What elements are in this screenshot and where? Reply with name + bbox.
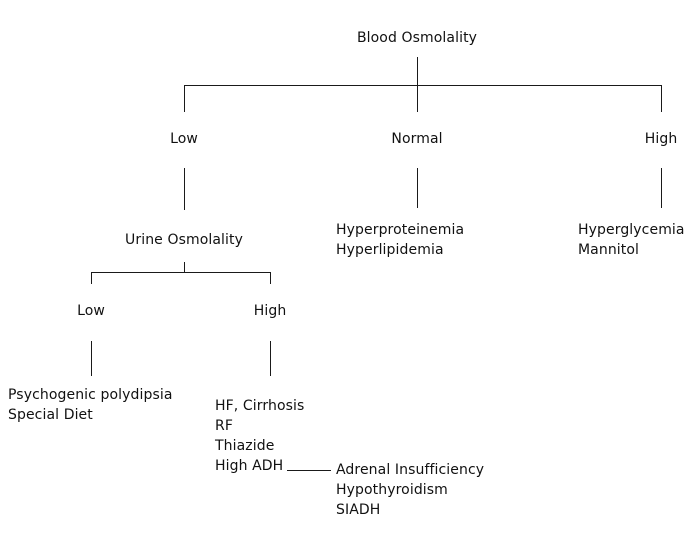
edge-urine-low-to-causes xyxy=(91,341,92,376)
edge-drop-low xyxy=(184,85,185,112)
node-high-causes: Hyperglycemia Mannitol xyxy=(578,222,685,258)
edge-drop-high xyxy=(661,85,662,112)
node-adh-causes: Adrenal Insufficiency Hypothyroidism SIA… xyxy=(336,462,485,518)
edge-high-to-causes xyxy=(661,168,662,208)
node-blood-high: High xyxy=(644,131,678,147)
node-urine-high: High xyxy=(253,303,287,319)
node-normal-causes: Hyperproteinemia Hyperlipidemia xyxy=(336,222,465,258)
edge-low-to-urine xyxy=(184,168,185,210)
edge-urine-high-to-causes xyxy=(270,341,271,376)
edge-drop-urine-high xyxy=(270,272,271,284)
node-blood-normal: Normal xyxy=(391,131,443,147)
edge-root-stem xyxy=(417,57,418,85)
edge-high-adh-connector xyxy=(287,470,331,471)
edge-level2-bar xyxy=(91,272,271,273)
node-blood-osmolality: Blood Osmolality xyxy=(356,30,478,46)
node-urine-low-causes: Psychogenic polydipsia Special Diet xyxy=(8,387,173,423)
edge-drop-normal xyxy=(417,85,418,112)
edge-normal-to-causes xyxy=(417,168,418,208)
node-urine-low: Low xyxy=(77,303,105,319)
edge-level1-bar xyxy=(184,85,661,86)
edge-drop-urine-low xyxy=(91,272,92,284)
node-urine-high-causes: HF, Cirrhosis RF Thiazide High ADH xyxy=(215,398,305,474)
node-blood-low: Low xyxy=(170,131,198,147)
edge-urine-stem xyxy=(184,262,185,273)
node-urine-osmolality: Urine Osmolality xyxy=(125,232,243,248)
